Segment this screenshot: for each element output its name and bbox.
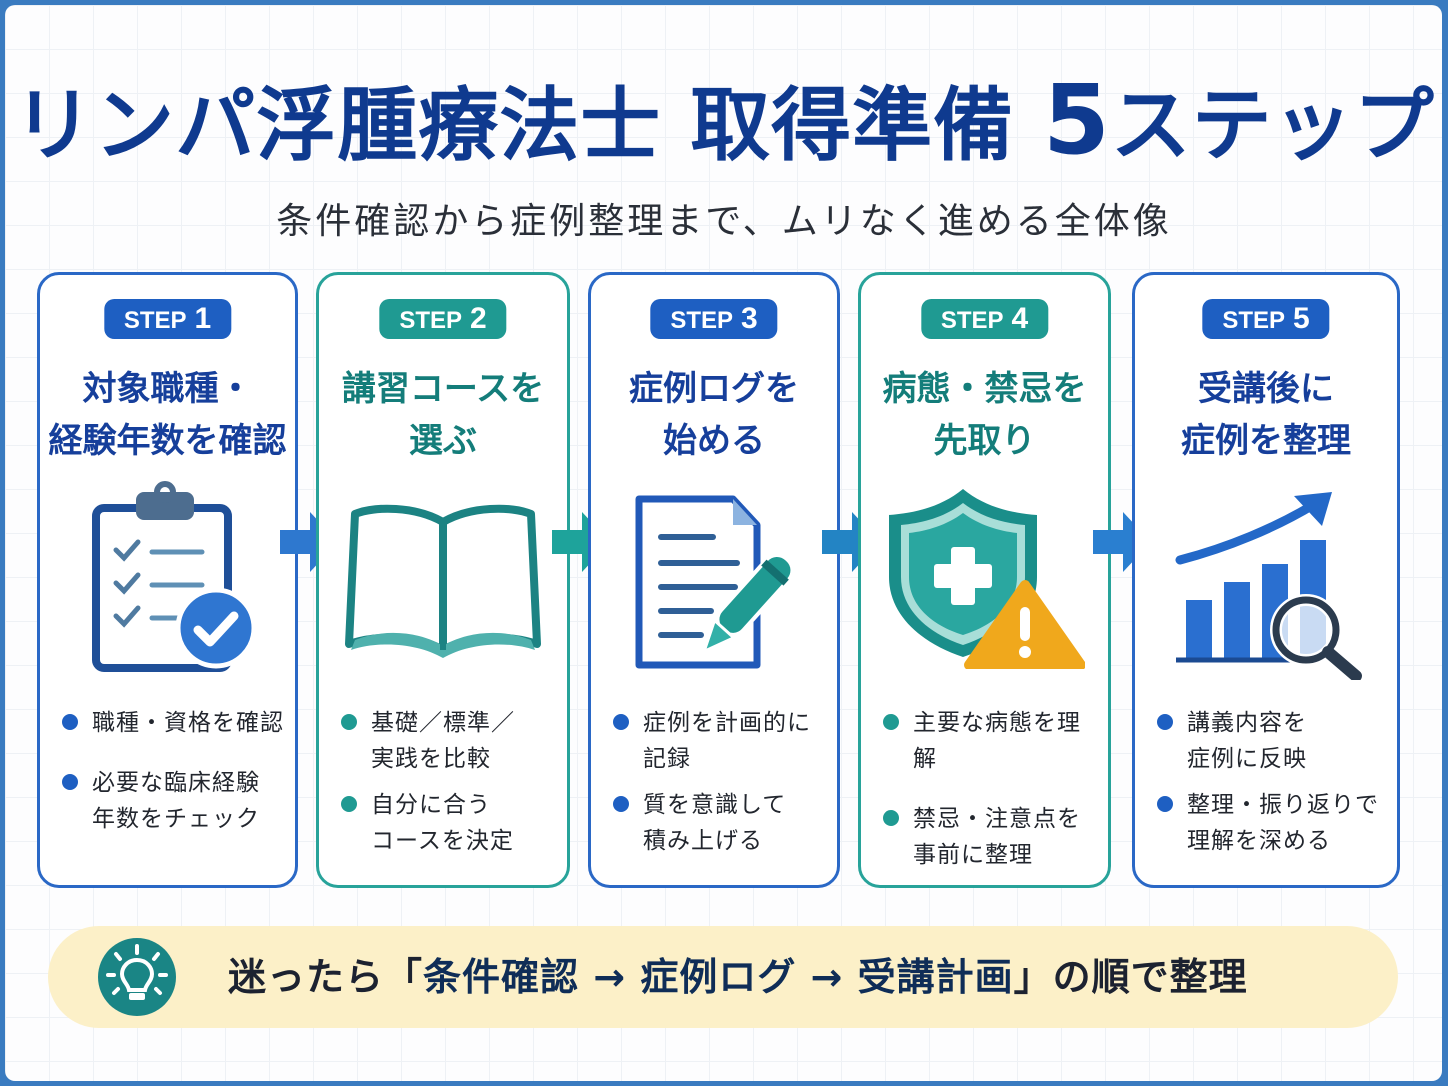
lightbulb-icon <box>98 938 176 1016</box>
step-heading: 対象職種・経験年数を確認 <box>40 363 295 467</box>
step-bullets: 講義内容を 症例に反映 整理・振り返りで 理解を深める <box>1157 705 1387 883</box>
bullet-text: 自分に合う コースを決定 <box>371 792 514 854</box>
step-bullets: 主要な病態を理解 禁忌・注意点を 事前に整理 <box>883 705 1098 897</box>
bullet-item: 講義内容を 症例に反映 <box>1157 705 1387 777</box>
step-number: 2 <box>470 302 487 335</box>
heading-line: 対象職種・ <box>82 369 253 409</box>
bullet-text: 主要な病態を理解 <box>913 710 1081 772</box>
bullet-text: 禁忌・注意点を 事前に整理 <box>913 806 1081 868</box>
step-number: 4 <box>1011 302 1029 335</box>
step-badge-label: STEP <box>399 307 462 334</box>
step-card-2: STEP 2 講習コースを選ぶ 基礎／標準／ 実践を比較 自分に合う コースを決定 <box>316 272 570 888</box>
step-badge: STEP 3 <box>650 299 778 339</box>
title-suffix: ステップ <box>1110 79 1435 172</box>
bullet-dot-icon <box>1157 796 1173 812</box>
heading-line: 経験年数を確認 <box>48 421 287 461</box>
bullet-dot-icon <box>341 714 357 730</box>
step-badge: STEP 4 <box>920 299 1049 339</box>
heading-line: 症例を整理 <box>1181 421 1351 461</box>
heading-line: 講習コースを <box>341 369 545 409</box>
bullet-dot-icon <box>883 810 899 826</box>
step-badge: STEP 5 <box>1202 299 1330 339</box>
heading-line: 先取り <box>933 421 1036 461</box>
bullet-dot-icon <box>62 774 78 790</box>
step-badge-label: STEP <box>670 307 733 334</box>
bullet-dot-icon <box>1157 714 1173 730</box>
bullet-dot-icon <box>613 796 629 812</box>
bullet-text: 基礎／標準／ 実践を比較 <box>371 710 515 772</box>
bullet-item: 整理・振り返りで 理解を深める <box>1157 787 1387 859</box>
bullet-text: 講義内容を 症例に反映 <box>1187 710 1307 772</box>
clipboard-checklist-icon <box>91 481 256 672</box>
tip-flow: 条件確認 → 症例ログ → 受講計画 <box>423 955 1014 999</box>
bullet-dot-icon <box>613 714 629 730</box>
page-title: リンパ浮腫療法士 取得準備 5ステップ <box>0 70 1448 176</box>
step-card-4: STEP 4 病態・禁忌を先取り 主要な病態を理解 禁忌・注意点を 事前に整理 <box>858 272 1111 888</box>
bullet-item: 自分に合う コースを決定 <box>341 787 557 859</box>
tip-text: 迷ったら「条件確認 → 症例ログ → 受講計画」の順で整理 <box>228 926 1248 1028</box>
step-heading: 病態・禁忌を先取り <box>861 363 1108 467</box>
step-number: 3 <box>741 302 758 335</box>
bullet-item: 主要な病態を理解 <box>883 705 1098 777</box>
heading-line: 選ぶ <box>409 421 477 461</box>
step-heading: 講習コースを選ぶ <box>319 363 567 467</box>
step-heading: 症例ログを始める <box>591 363 837 467</box>
shield-warning-icon <box>888 489 1085 669</box>
step-card-3: STEP 3 症例ログを始める 症例を計画的に 記録 質を意識して 積み上げる <box>588 272 840 888</box>
bullet-text: 質を意識して 積み上げる <box>643 792 787 854</box>
bullet-item: 必要な臨床経験 年数をチェック <box>62 765 285 837</box>
step-badge-label: STEP <box>940 307 1004 334</box>
open-book-icon <box>345 504 541 658</box>
heading-line: 受講後に <box>1198 369 1334 409</box>
heading-line: 症例ログを <box>629 369 799 409</box>
page-subtitle: 条件確認から症例整理まで、ムリなく進める全体像 <box>276 201 1172 242</box>
title-prefix: リンパ浮腫療法士 取得準備 <box>13 79 1043 172</box>
bullet-text: 症例を計画的に 記録 <box>643 710 811 772</box>
step-badge-label: STEP <box>123 307 187 334</box>
bullet-item: 禁忌・注意点を 事前に整理 <box>883 801 1098 873</box>
heading-line: 病態・禁忌を <box>882 369 1087 409</box>
chart-magnifier-icon <box>1175 492 1362 680</box>
bullet-dot-icon <box>62 714 78 730</box>
bullet-item: 基礎／標準／ 実践を比較 <box>341 705 557 777</box>
step-bullets: 基礎／標準／ 実践を比較 自分に合う コースを決定 <box>341 705 557 883</box>
bullet-item: 症例を計画的に 記録 <box>613 705 827 777</box>
bullet-dot-icon <box>883 714 899 730</box>
step-bullets: 症例を計画的に 記録 質を意識して 積み上げる <box>613 705 827 883</box>
bullet-dot-icon <box>341 796 357 812</box>
bullet-item: 質を意識して 積み上げる <box>613 787 827 859</box>
step-card-5: STEP 5 受講後に症例を整理 講義内容を 症例に反映 整理・振り返りで 理解を… <box>1132 272 1400 888</box>
step-heading: 受講後に症例を整理 <box>1135 363 1397 467</box>
step-badge-label: STEP <box>1222 307 1285 334</box>
tip-tail: 」の順で整理 <box>1013 955 1248 999</box>
title-number: 5 <box>1042 64 1111 176</box>
step-badge: STEP 2 <box>379 299 507 339</box>
bullet-text: 職種・資格を確認 <box>92 710 284 736</box>
step-card-1: STEP 1 対象職種・経験年数を確認 職種・資格を確認 必要な臨床経験 年数をチ… <box>37 272 298 888</box>
step-number: 1 <box>194 302 212 335</box>
step-badge: STEP 1 <box>103 299 232 339</box>
bullet-text: 必要な臨床経験 年数をチェック <box>92 770 260 832</box>
tip-lead: 迷ったら「 <box>228 955 424 999</box>
tip-banner: 迷ったら「条件確認 → 症例ログ → 受講計画」の順で整理 <box>48 926 1398 1028</box>
bullet-text: 整理・振り返りで 理解を深める <box>1187 792 1379 854</box>
bullet-item: 職種・資格を確認 <box>62 705 285 741</box>
step-number: 5 <box>1293 302 1310 335</box>
heading-line: 始める <box>663 421 765 461</box>
document-pen-icon <box>635 495 795 669</box>
step-bullets: 職種・資格を確認 必要な臨床経験 年数をチェック <box>62 705 285 861</box>
